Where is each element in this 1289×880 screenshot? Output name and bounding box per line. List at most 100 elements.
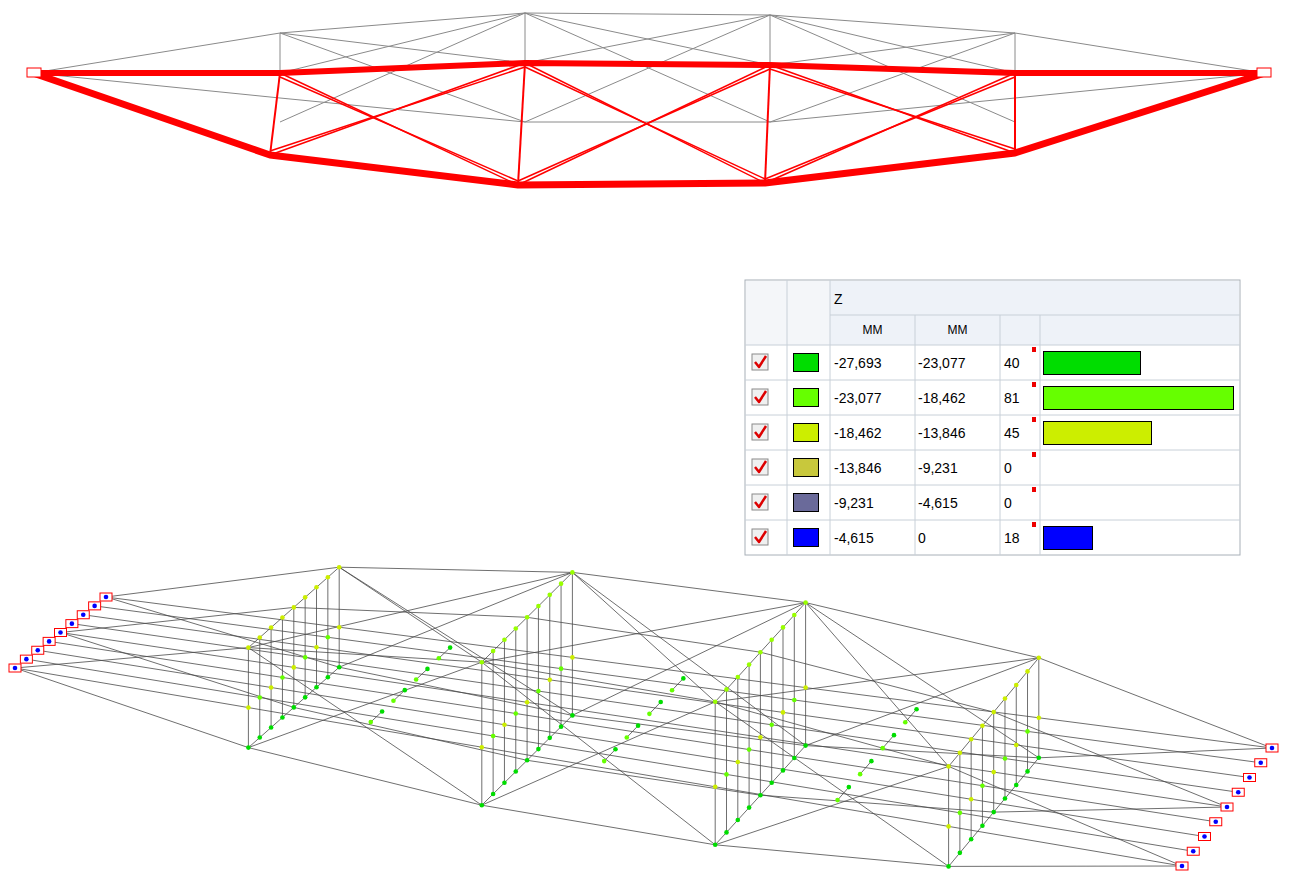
force-vertical — [1014, 73, 1016, 153]
force-chord — [33, 63, 1265, 73]
table-cell: 0 — [918, 520, 998, 555]
vertical — [538, 606, 539, 749]
support-dot — [1213, 819, 1218, 824]
vertical — [1038, 658, 1039, 758]
diagonal — [525, 15, 770, 63]
table-cell: -13,846 — [918, 415, 998, 450]
support-symbol — [32, 646, 44, 654]
node-dot — [736, 760, 741, 765]
node-dot — [946, 864, 951, 869]
node-dot — [847, 785, 852, 790]
legend-text: -13,846 — [834, 450, 914, 485]
cross-beam — [248, 567, 339, 647]
deck-line — [38, 650, 1205, 836]
vertical — [805, 603, 806, 746]
unit-header: MM — [915, 315, 1000, 345]
vertical — [549, 595, 550, 738]
support-symbol — [1221, 803, 1233, 811]
force-diagonal — [765, 77, 1015, 179]
support-dot — [35, 648, 40, 653]
cross-beam — [949, 658, 1039, 767]
node-dot — [803, 685, 808, 690]
support-symbol — [43, 637, 55, 645]
legend-text: -18,462 — [834, 415, 914, 450]
cross-member — [627, 726, 638, 738]
truss-3d-view — [9, 565, 1278, 870]
support-dot — [70, 621, 75, 626]
node-dot — [491, 649, 496, 654]
node-dot — [713, 700, 718, 705]
node-dot — [636, 723, 641, 728]
vertical — [248, 648, 249, 748]
node-dot — [747, 662, 752, 667]
node-dot — [303, 695, 308, 700]
node-dot — [758, 735, 763, 740]
table-header — [746, 281, 830, 345]
node-dot — [1037, 756, 1042, 761]
node-dot — [246, 745, 251, 750]
top-chord — [106, 567, 1272, 748]
node-dot — [391, 699, 396, 704]
support-symbol — [1232, 788, 1244, 796]
node-dot — [969, 837, 974, 842]
checkbox — [752, 459, 768, 475]
legend-swatch — [793, 493, 819, 512]
node-dot — [337, 565, 342, 570]
support-symbol — [1210, 818, 1222, 826]
bottom-chord — [106, 597, 1272, 758]
force-diagonal — [270, 67, 525, 151]
vertical — [948, 766, 949, 866]
deck-line — [26, 659, 1193, 851]
node-dot — [758, 793, 763, 798]
truss-elevation — [27, 13, 1271, 185]
vertical — [771, 640, 772, 783]
indicator — [1032, 417, 1036, 422]
force-diagonal — [280, 73, 518, 185]
support-dot — [1270, 746, 1275, 751]
node-dot — [880, 746, 885, 751]
node-dot — [781, 710, 786, 715]
node-dot — [448, 645, 453, 650]
cross-member — [416, 669, 427, 680]
check-mark — [755, 461, 766, 472]
node-dot — [257, 635, 262, 640]
table-header — [830, 281, 1239, 345]
table-cell: -18,462 — [918, 380, 998, 415]
support-dot — [92, 604, 97, 609]
node-dot — [613, 747, 618, 752]
indicator — [1032, 487, 1036, 492]
support-dot — [1225, 805, 1230, 810]
node-dot — [292, 665, 297, 670]
force-diagonal — [270, 63, 525, 155]
table-cell: 18 — [1004, 520, 1034, 555]
node-dot — [502, 780, 507, 785]
node-dot — [436, 656, 441, 661]
top-chord — [33, 13, 1265, 73]
support-symbol — [66, 620, 78, 628]
cross-member — [883, 735, 894, 748]
check-mark — [755, 496, 766, 507]
cross-member — [905, 709, 916, 722]
node-dot — [570, 570, 575, 575]
grid-line — [745, 345, 1240, 346]
node-dot — [337, 665, 342, 670]
node-dot — [1014, 683, 1019, 688]
histogram-bar — [1044, 422, 1152, 445]
force-diagonal — [770, 69, 1015, 149]
support-symbol — [1266, 744, 1278, 752]
vertical — [525, 13, 526, 63]
grid-line — [787, 280, 788, 555]
support-symbol — [89, 602, 101, 610]
node-dot — [513, 711, 518, 716]
node-dot — [958, 851, 963, 856]
deck-line — [83, 615, 1249, 778]
node-dot — [513, 626, 518, 631]
diagonal — [248, 648, 481, 806]
table-cell: -9,231 — [918, 450, 998, 485]
support-dot — [1202, 834, 1207, 839]
node-dot — [380, 709, 385, 714]
node-dot — [414, 677, 419, 682]
support-dot — [1236, 790, 1241, 795]
table-cell: 45 — [1004, 415, 1034, 450]
